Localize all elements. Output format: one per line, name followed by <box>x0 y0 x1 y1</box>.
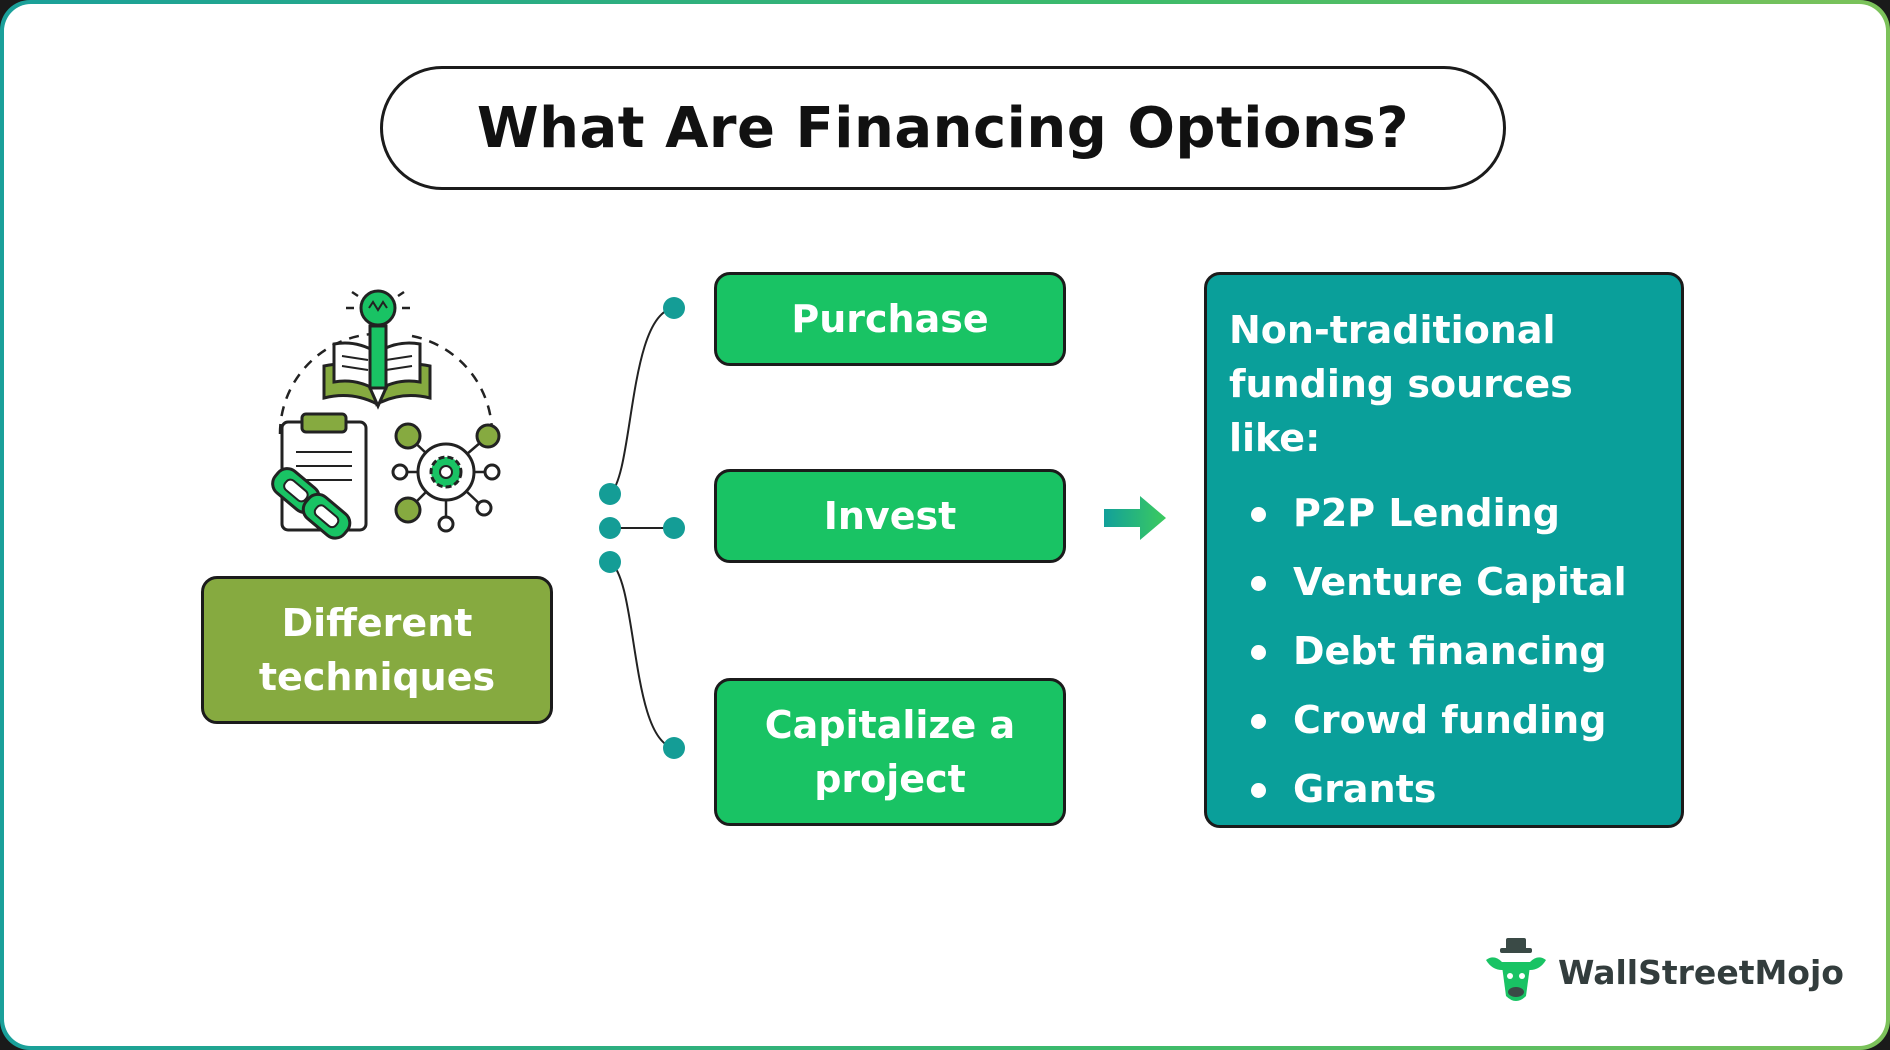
list-item: Venture Capital <box>1229 548 1627 617</box>
ideas-techniques-icon <box>271 289 501 540</box>
list-item: Crowd funding <box>1229 686 1627 755</box>
connector-dot <box>663 737 685 759</box>
list-item: Debt financing <box>1229 617 1627 686</box>
funding-sources-list: P2P Lending Venture Capital Debt financi… <box>1229 479 1627 824</box>
option-capitalize-box: Capitalize a project <box>714 678 1066 826</box>
left-box-line1: Different <box>281 601 473 645</box>
left-box-line2: techniques <box>258 655 496 699</box>
bull-logo-icon <box>1486 938 1546 1001</box>
connector-lines <box>599 297 685 759</box>
option-label: Invest <box>823 494 957 538</box>
option-label-line1: Capitalize a <box>764 703 1016 747</box>
option-label: Purchase <box>791 297 989 341</box>
connector-dot <box>663 517 685 539</box>
infographic-card: What Are Financing Options? <box>4 4 1886 1046</box>
option-invest-box: Invest <box>714 469 1066 563</box>
different-techniques-box: Different techniques <box>201 576 553 724</box>
connector-dot <box>599 551 621 573</box>
wallstreetmojo-logo: WallStreetMojo <box>1484 932 1844 1012</box>
panel-heading-line1: Non-traditional <box>1229 308 1556 352</box>
option-label-line2: project <box>814 757 966 801</box>
list-item: Grants <box>1229 755 1627 824</box>
connector-dot <box>599 483 621 505</box>
non-traditional-sources-panel: Non-traditional funding sources like: P2… <box>1204 272 1684 828</box>
page-title: What Are Financing Options? <box>380 66 1506 190</box>
right-arrow-icon <box>1104 496 1166 540</box>
connector-dot <box>663 297 685 319</box>
logo-text: WallStreetMojo <box>1558 952 1844 992</box>
panel-heading: Non-traditional funding sources like: <box>1229 303 1659 465</box>
option-purchase-box: Purchase <box>714 272 1066 366</box>
list-item: P2P Lending <box>1229 479 1627 548</box>
connector-dot <box>599 517 621 539</box>
panel-heading-line2: funding sources like: <box>1229 362 1573 460</box>
